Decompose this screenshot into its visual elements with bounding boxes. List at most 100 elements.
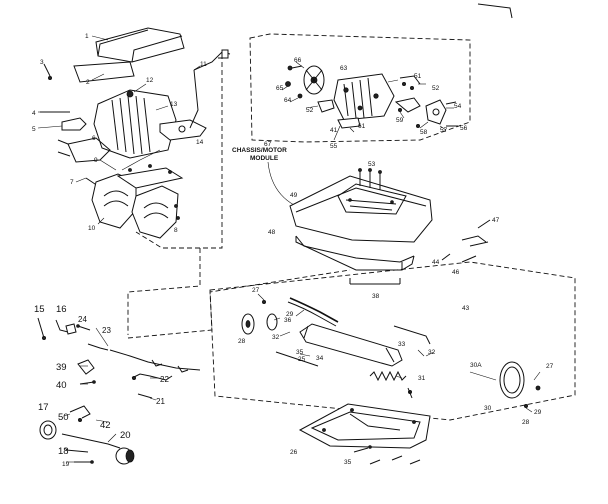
- rear-cover-right-part: [131, 185, 179, 239]
- callout-29-left: 29: [286, 311, 294, 318]
- motor-housing-part: [93, 89, 177, 159]
- callout-9: 9: [94, 157, 98, 164]
- callout-8: 8: [174, 227, 178, 234]
- callout-10: 10: [88, 225, 96, 232]
- callout-40: 40: [56, 380, 67, 391]
- callout-49: 49: [290, 192, 298, 199]
- callout-54: 54: [454, 103, 462, 110]
- callout-38: 38: [372, 293, 380, 300]
- callout-47: 47: [492, 217, 500, 224]
- module-caption-line-2: MODULE: [250, 155, 279, 162]
- bearing-part-28: [241, 313, 255, 335]
- callout-35-left: 35: [296, 349, 304, 356]
- callout-23: 23: [102, 326, 111, 335]
- callout-57: 57: [440, 127, 448, 134]
- callout-39: 39: [56, 362, 67, 373]
- callout-50: 50: [58, 412, 69, 423]
- motor-assembly-part: [333, 73, 395, 121]
- bristle-part-33: [393, 325, 431, 345]
- callout-5: 5: [32, 126, 36, 133]
- hood-lens-part: [73, 61, 135, 83]
- callout-12: 12: [146, 77, 154, 84]
- module-boundaries: [127, 33, 576, 421]
- callout-3: 3: [40, 59, 44, 66]
- cord-part-11: [189, 49, 231, 129]
- callout-65: 65: [276, 85, 284, 92]
- callout-26: 26: [290, 449, 298, 456]
- callout-2: 2: [86, 79, 90, 86]
- callout-46: 46: [452, 269, 460, 276]
- spring-part-22: [131, 373, 173, 381]
- callout-32-left: 32: [272, 334, 280, 341]
- motor-small-parts: [285, 65, 458, 129]
- base-pan-part-26: [298, 403, 431, 449]
- callout-6: 6: [92, 135, 96, 142]
- spring-part-31: [369, 370, 407, 382]
- wheel-axle-parts: [441, 219, 491, 263]
- latch-parts-39-40: [77, 359, 96, 385]
- callout-20: 20: [120, 430, 131, 441]
- callout-41: 41: [330, 127, 338, 134]
- callout-52-right: 52: [432, 85, 440, 92]
- callout-27-right: 27: [546, 363, 554, 370]
- bracket-part-6: [57, 137, 111, 163]
- callout-59: 59: [396, 117, 404, 124]
- callout-48: 48: [268, 229, 276, 236]
- pedal-parts-15-16: [37, 317, 77, 340]
- callout-30: 30: [484, 405, 492, 412]
- bulb-part-5: [61, 117, 87, 131]
- callout-31: 31: [418, 375, 426, 382]
- callout-13: 13: [170, 101, 178, 108]
- link-part-23: [87, 343, 201, 373]
- callout-17: 17: [38, 402, 49, 413]
- gasket-part-14: [159, 119, 207, 141]
- callout-35-bottom: 35: [344, 459, 352, 466]
- callout-24: 24: [78, 315, 87, 324]
- chassis-part-49: [289, 168, 433, 243]
- callout-66: 66: [294, 57, 302, 64]
- callout-42: 42: [100, 420, 111, 431]
- screw-part-3: [43, 63, 53, 81]
- callout-52-left: 52: [306, 107, 314, 114]
- callout-30a: 30A: [470, 362, 482, 369]
- callout-15: 15: [34, 304, 45, 315]
- belt-part-36: [287, 297, 339, 327]
- callout-29-right: 29: [534, 409, 542, 416]
- callout-labels: 1 2 3 4 5 6 7 8 9 10 11 12 13 14 15 16 1…: [32, 33, 554, 468]
- callout-44: 44: [432, 259, 440, 266]
- callout-22: 22: [160, 375, 169, 384]
- clip-part-21: [137, 393, 153, 399]
- brace-part-9: [116, 164, 184, 220]
- callout-55: 55: [330, 143, 338, 150]
- module-caption-line-1: CHASSIS/MOTOR: [232, 147, 287, 154]
- callout-64: 64: [284, 97, 292, 104]
- callout-21: 21: [156, 397, 165, 406]
- callout-11: 11: [200, 61, 207, 68]
- callout-18: 18: [58, 446, 69, 457]
- callout-63: 63: [340, 65, 348, 72]
- belt-guard-part-29: [266, 313, 278, 331]
- callout-28-left: 28: [238, 338, 246, 345]
- callout-27-left: 27: [252, 287, 260, 294]
- callout-33: 33: [398, 341, 406, 348]
- axle-parts-42-50: [61, 405, 121, 449]
- callout-14: 14: [196, 139, 204, 146]
- wheel-part-20: [115, 447, 135, 465]
- callout-67: 67: [264, 141, 272, 148]
- callout-19: 19: [62, 461, 70, 468]
- callout-36: 36: [284, 317, 292, 324]
- callout-43: 43: [462, 305, 470, 312]
- callout-51: 51: [414, 73, 422, 80]
- end-cap-part-30: [499, 361, 525, 399]
- brushroll-part-34: [299, 323, 403, 367]
- leaders-brushroll: [257, 293, 541, 413]
- callout-53: 53: [368, 161, 376, 168]
- bumper-part-48: [295, 235, 415, 271]
- callout-4: 4: [32, 110, 36, 117]
- pan-screws-part-35: [353, 445, 421, 465]
- callout-28-right: 28: [522, 419, 530, 426]
- hood-cover-part: [95, 27, 185, 63]
- callout-1: 1: [85, 33, 89, 40]
- callout-56: 56: [460, 125, 468, 132]
